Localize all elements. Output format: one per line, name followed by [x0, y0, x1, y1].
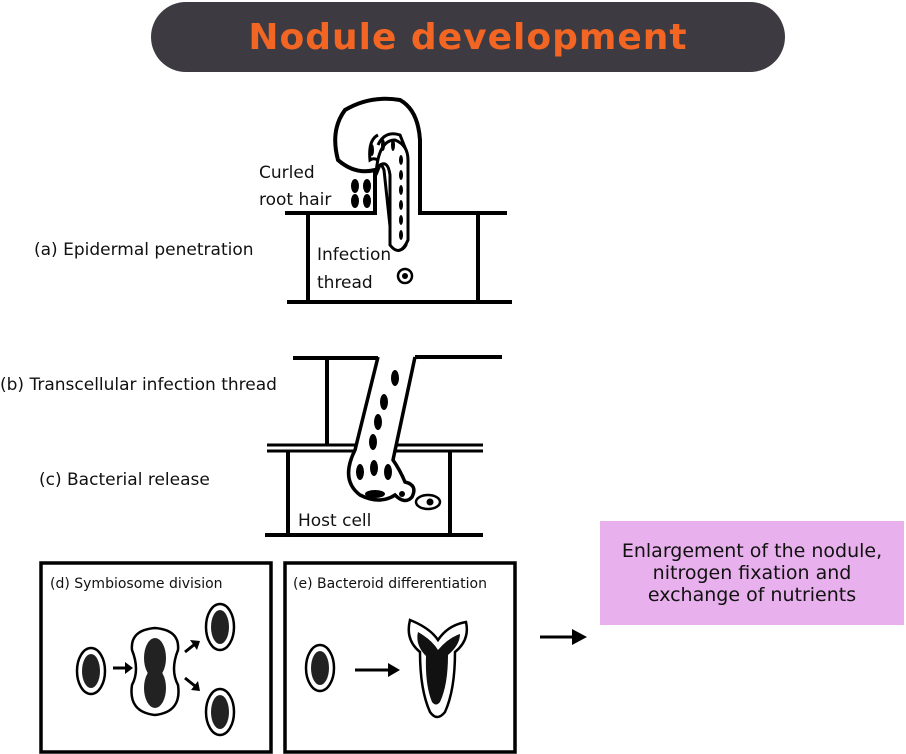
outcome-box: Enlargement of the nodule, nitrogen fixa…	[600, 521, 904, 625]
bacteria-cluster	[351, 139, 403, 240]
label-bacteroid-differentiation: (e) Bacteroid differentiation	[293, 576, 487, 592]
label-bacterial-release: (c) Bacterial release	[39, 470, 210, 490]
label-infection-thread-1: Infection	[317, 245, 391, 265]
label-curled-root-hair-2: root hair	[259, 190, 331, 210]
stage-a-epidermal-penetration	[285, 96, 512, 304]
outcome-text: Enlargement of the nodule, nitrogen fixa…	[621, 540, 883, 606]
label-curled-root-hair-1: Curled	[259, 163, 315, 183]
label-epidermal-penetration: (a) Epidermal penetration	[34, 240, 254, 260]
label-transcellular: (b) Transcellular infection thread	[0, 375, 277, 395]
label-symbiosome-division: (d) Symbiosome division	[50, 576, 223, 592]
bacteria-in-thread	[356, 370, 405, 498]
label-infection-thread-2: thread	[317, 273, 373, 293]
box-symbiosome-division	[39, 561, 273, 754]
label-host-cell: Host cell	[298, 511, 371, 531]
stage-bc-infection-thread	[265, 355, 502, 537]
box-bacteroid-differentiation	[283, 561, 517, 754]
diagram-title: Nodule development	[151, 2, 785, 72]
arrow-icon	[572, 629, 587, 645]
